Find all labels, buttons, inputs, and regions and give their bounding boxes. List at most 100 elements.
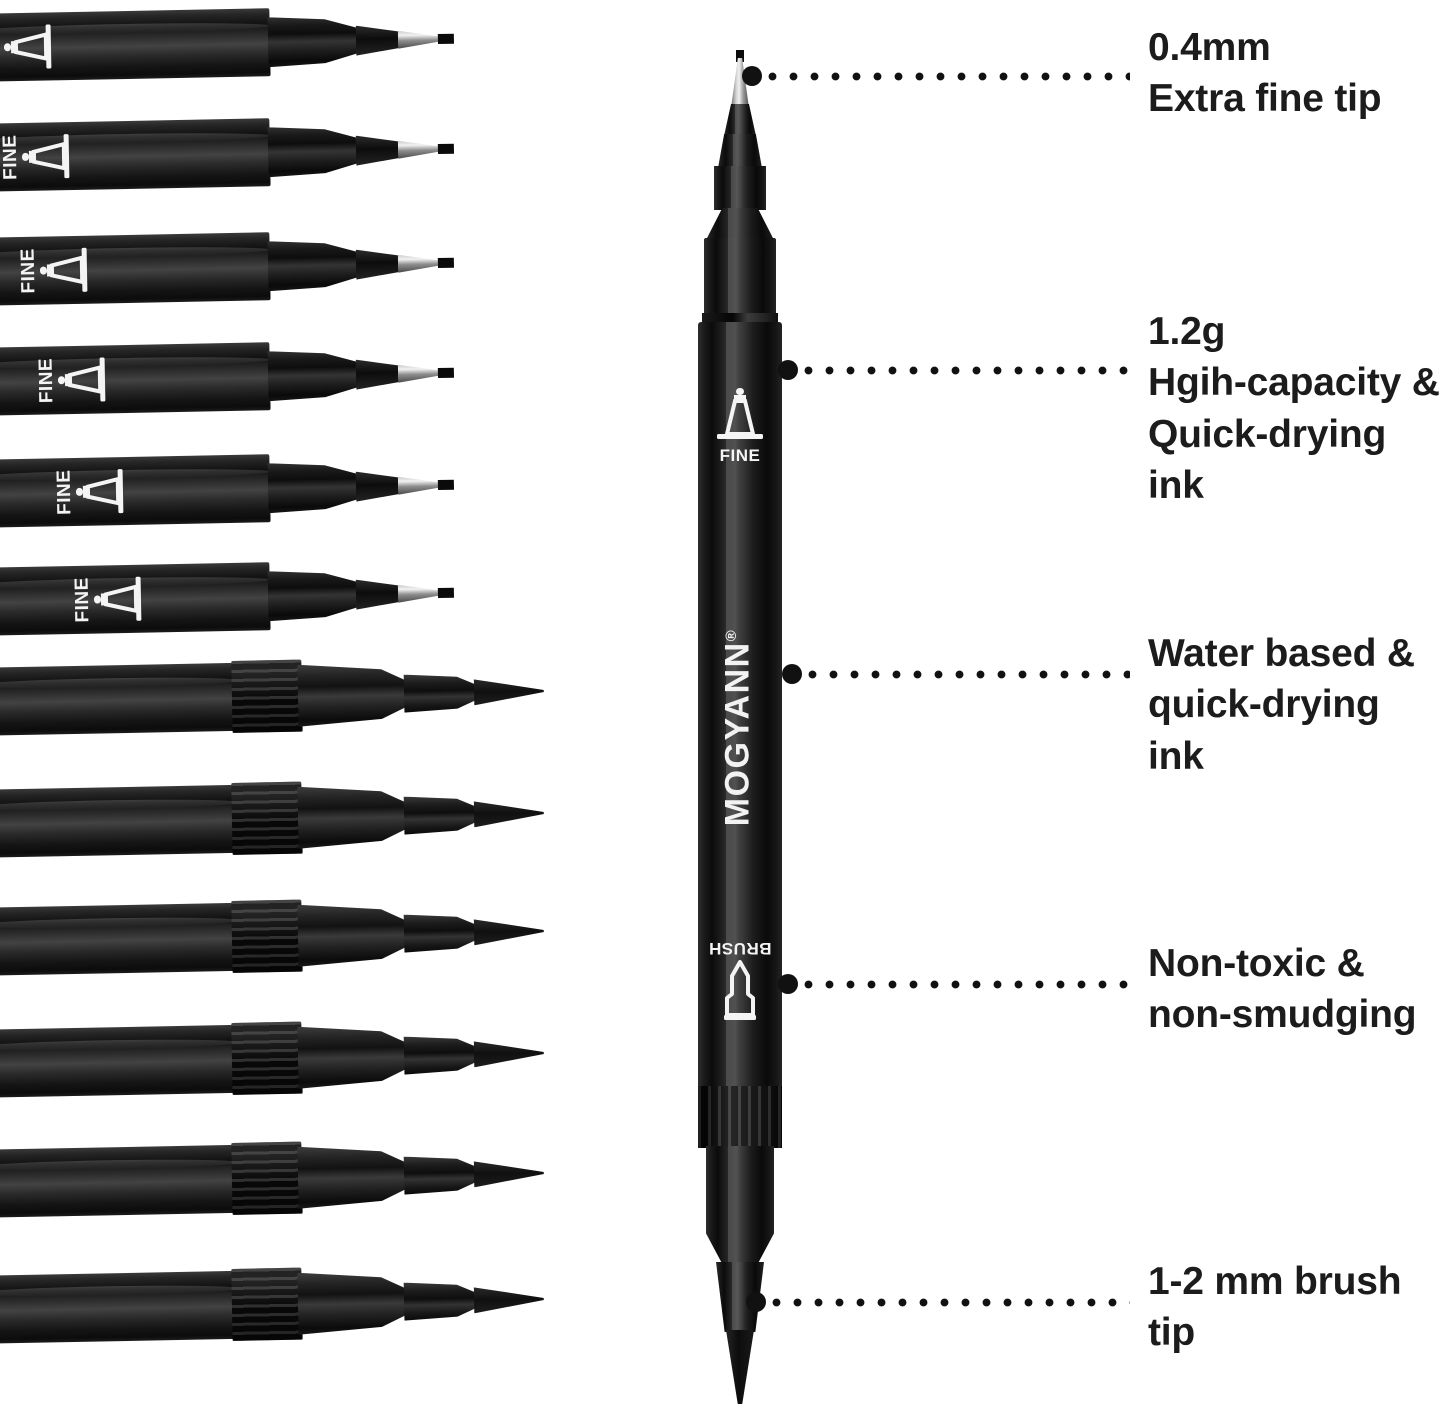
metal-needle-tip bbox=[398, 254, 442, 273]
pen-barrel bbox=[0, 662, 239, 736]
grip-collar bbox=[231, 1021, 303, 1095]
pen-cap bbox=[704, 238, 776, 316]
pen-cap-flare bbox=[706, 208, 774, 240]
brush-pen-5 bbox=[0, 1132, 491, 1226]
brush-shoulder bbox=[297, 785, 408, 849]
brush-pen-6 bbox=[0, 1258, 491, 1352]
pen-cone-lower bbox=[356, 579, 403, 610]
grip-collar bbox=[231, 1141, 303, 1215]
pen-cap-ring bbox=[702, 313, 778, 323]
brush-ferrule bbox=[404, 673, 479, 712]
callout-line: tip bbox=[1148, 1311, 1196, 1355]
brush-tip bbox=[726, 1330, 754, 1404]
callout-line: Quick-drying ink bbox=[1148, 412, 1387, 508]
pen-grip-collar bbox=[698, 1086, 782, 1148]
pen-nib bbox=[437, 257, 455, 269]
callout-text-non-toxic: Non-toxic & non-smudging bbox=[1148, 938, 1417, 1041]
fine-pen-3: FINE bbox=[0, 220, 491, 314]
brush-pen-1 bbox=[0, 650, 491, 744]
callout-anchor-extra-fine-tip bbox=[742, 66, 762, 86]
callout-line: 0.4mm bbox=[1148, 26, 1271, 69]
callout-line: 1-2 mm brush bbox=[1148, 1260, 1402, 1303]
pen-barrel bbox=[0, 562, 271, 636]
fine-pen-6: FINE bbox=[0, 550, 491, 644]
pen-needle-stub bbox=[736, 50, 744, 62]
grip-collar bbox=[231, 899, 303, 973]
brush-ferrule bbox=[404, 1155, 479, 1194]
fine-pen-4: FINE bbox=[0, 330, 491, 424]
brush-shoulder bbox=[297, 1271, 408, 1335]
pen-cone-upper bbox=[267, 570, 360, 622]
pen-nib bbox=[437, 143, 455, 155]
pen-barrel bbox=[0, 342, 271, 416]
pen-cone-upper bbox=[267, 240, 360, 292]
metal-needle-tip bbox=[398, 140, 442, 159]
grip-collar bbox=[231, 781, 303, 855]
pen-barrel bbox=[0, 118, 271, 192]
brush-tip bbox=[474, 678, 544, 705]
brush-tip bbox=[474, 1286, 544, 1313]
fine-pen-2: FINE bbox=[0, 106, 491, 200]
fine-tip-cone-lower bbox=[718, 134, 762, 168]
brush-tip bbox=[474, 1040, 544, 1067]
brush-pen-4 bbox=[0, 1012, 491, 1106]
callout-line: non-smudging bbox=[1148, 993, 1417, 1037]
pen-barrel bbox=[0, 784, 239, 858]
dual-tip-pen-hero: FINE BRUSH MOGYANN® bbox=[676, 50, 806, 1404]
callout-anchor-ink-capacity bbox=[778, 360, 798, 380]
brush-tip bbox=[474, 800, 544, 827]
fine-pen-5: FINE bbox=[0, 442, 491, 536]
pen-cone-upper bbox=[267, 16, 360, 68]
pen-cone-lower bbox=[356, 249, 403, 280]
callout-leader-non-toxic bbox=[804, 980, 1130, 989]
brush-ferrule bbox=[404, 1281, 479, 1320]
pen-nib bbox=[437, 587, 455, 599]
grip-collar bbox=[231, 659, 303, 733]
brush-ferrule bbox=[404, 1035, 479, 1074]
callout-line: Water based & bbox=[1148, 632, 1415, 675]
brush-pen-2 bbox=[0, 772, 491, 866]
metal-needle-tip bbox=[398, 30, 442, 49]
fine-pen-1: FINE bbox=[0, 0, 491, 90]
pen-cone-upper bbox=[267, 126, 360, 178]
callout-anchor-non-toxic bbox=[778, 974, 798, 994]
pen-cone-lower bbox=[356, 471, 403, 502]
pen-cone-upper bbox=[267, 350, 360, 402]
callout-anchor-water-based bbox=[782, 664, 802, 684]
grip-collar bbox=[231, 1267, 303, 1341]
pen-barrel bbox=[698, 322, 782, 1090]
pen-barrel bbox=[0, 1024, 239, 1098]
pen-cone-upper bbox=[267, 462, 360, 514]
brush-shoulder bbox=[297, 663, 408, 727]
pen-cone-lower bbox=[356, 359, 403, 390]
brush-shoulder bbox=[706, 1146, 774, 1264]
callout-anchor-brush-tip bbox=[746, 1292, 766, 1312]
pen-cone-lower bbox=[356, 25, 403, 56]
metal-needle-tip bbox=[398, 584, 442, 603]
callout-leader-water-based bbox=[808, 670, 1130, 679]
metal-needle-tip bbox=[398, 364, 442, 383]
pen-barrel bbox=[0, 454, 271, 528]
callout-text-brush-tip: 1-2 mm brush tip bbox=[1148, 1256, 1402, 1359]
brush-shoulder bbox=[297, 1025, 408, 1089]
brush-pen-3 bbox=[0, 890, 491, 984]
brush-ferrule bbox=[404, 795, 479, 834]
pen-nib bbox=[437, 479, 455, 491]
fine-tip-cone-upper bbox=[724, 104, 756, 136]
callout-leader-extra-fine-tip bbox=[768, 72, 1130, 81]
brush-tip bbox=[474, 1160, 544, 1187]
callout-line: quick-drying ink bbox=[1148, 683, 1380, 778]
callout-leader-brush-tip bbox=[772, 1298, 1130, 1307]
pen-nib bbox=[437, 367, 455, 379]
pen-barrel bbox=[0, 1270, 239, 1344]
callout-line: Non-toxic & bbox=[1148, 942, 1365, 985]
brush-shoulder bbox=[297, 1145, 408, 1209]
pen-cone-lower bbox=[356, 135, 403, 166]
brush-tip bbox=[474, 918, 544, 945]
metal-needle-tip bbox=[398, 476, 442, 495]
pen-nib bbox=[437, 33, 455, 45]
callout-line: Hgih-capacity & bbox=[1148, 361, 1440, 405]
